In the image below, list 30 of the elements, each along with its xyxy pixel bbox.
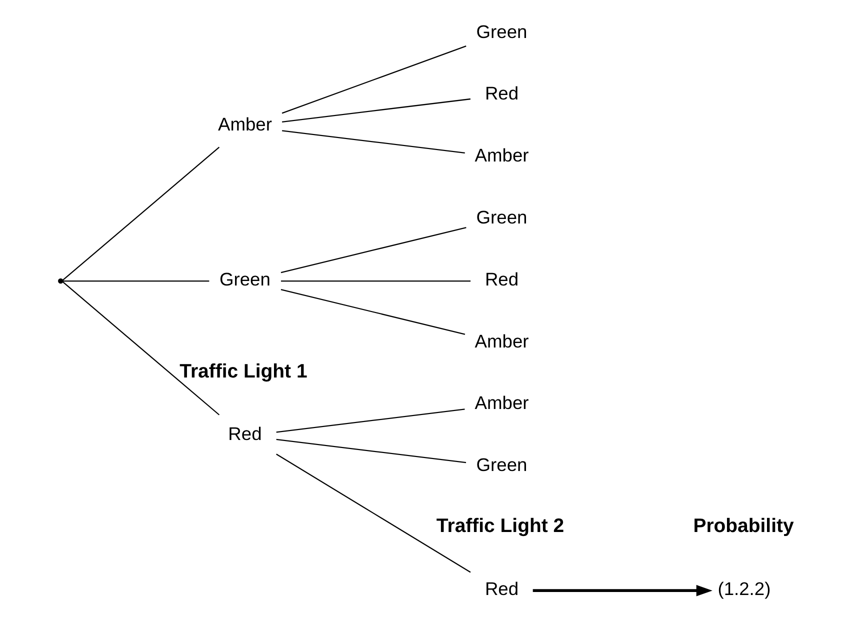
node-text: Amber <box>217 114 272 135</box>
label: Traffic Light 2 <box>436 515 564 538</box>
node-text: (1.2.2) <box>717 578 770 599</box>
label: Traffic Light 1 <box>179 360 307 382</box>
node-point <box>58 278 63 284</box>
node-text: Green <box>476 20 527 42</box>
node-text: Amber <box>474 392 528 414</box>
node-text: Green <box>476 454 527 476</box>
connector <box>281 46 466 114</box>
connector <box>276 454 470 573</box>
connector <box>282 130 464 154</box>
node-text: Red <box>228 423 262 444</box>
node-text: Red <box>484 82 518 104</box>
connector <box>62 280 209 282</box>
connector <box>276 408 464 433</box>
node-text: Green <box>476 206 527 228</box>
connector <box>280 226 466 274</box>
node-text: Amber <box>474 330 528 352</box>
node-text: Red <box>484 578 518 599</box>
connector <box>62 281 220 416</box>
label: Probability <box>692 515 794 538</box>
node-text: Red <box>484 268 518 290</box>
connector <box>282 98 470 122</box>
connector <box>280 280 470 282</box>
connector <box>62 146 220 281</box>
arrow <box>532 584 712 596</box>
connector <box>276 438 466 464</box>
connector <box>280 288 465 335</box>
node-text: Amber <box>474 144 528 166</box>
node-text: Green <box>219 268 270 290</box>
